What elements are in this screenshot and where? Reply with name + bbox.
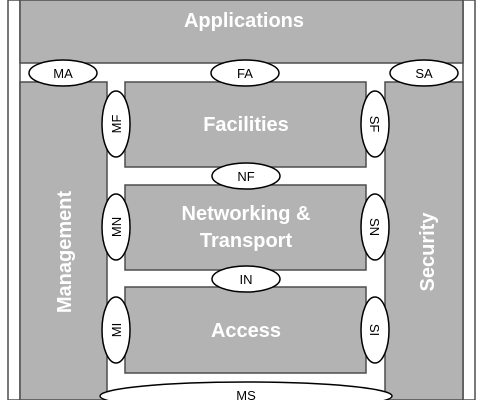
interface-ma-label: MA <box>53 66 73 81</box>
interface-sa-label: SA <box>415 66 433 81</box>
networking-label-line1: Networking & <box>182 203 311 225</box>
interface-sn: SN <box>360 193 390 261</box>
applications-block <box>19 0 464 64</box>
networking-label-line2: Transport <box>200 230 293 252</box>
management-layer: Management <box>19 81 108 400</box>
interface-ms-label: MS <box>236 388 256 400</box>
interface-sa: SA <box>389 59 459 87</box>
interface-si-label: SI <box>367 324 382 336</box>
networking-transport-layer: Networking & Transport <box>124 184 367 271</box>
interface-ms: MS <box>99 381 393 400</box>
facilities-label: Facilities <box>203 114 289 136</box>
interface-in: IN <box>211 265 281 293</box>
applications-label: Applications <box>184 10 304 32</box>
interface-mn: MN <box>101 193 131 261</box>
management-label: Management <box>54 191 76 314</box>
interface-ma: MA <box>28 59 98 87</box>
interface-mi-label: MI <box>109 323 124 337</box>
interface-sf-label: SF <box>367 116 382 133</box>
interface-nf: NF <box>211 162 281 190</box>
interface-mf-label: MF <box>109 115 124 134</box>
interface-fa: FA <box>210 59 280 87</box>
security-label: Security <box>417 212 439 292</box>
security-block <box>384 81 464 400</box>
interface-in-label: IN <box>240 272 253 287</box>
networking-transport-block <box>124 184 367 271</box>
interface-mi: MI <box>101 296 131 364</box>
access-layer: Access <box>124 286 367 374</box>
interface-mn-label: MN <box>109 217 124 237</box>
interface-nf-label: NF <box>237 169 254 184</box>
interface-sf: SF <box>360 90 390 158</box>
interface-si: SI <box>360 296 390 364</box>
facilities-layer: Facilities <box>124 81 367 168</box>
access-label: Access <box>211 320 281 342</box>
applications-layer: Applications <box>19 0 464 64</box>
interface-sn-label: SN <box>367 218 382 236</box>
interface-fa-label: FA <box>237 66 253 81</box>
security-layer: Security <box>384 81 464 400</box>
interface-mf: MF <box>101 90 131 158</box>
